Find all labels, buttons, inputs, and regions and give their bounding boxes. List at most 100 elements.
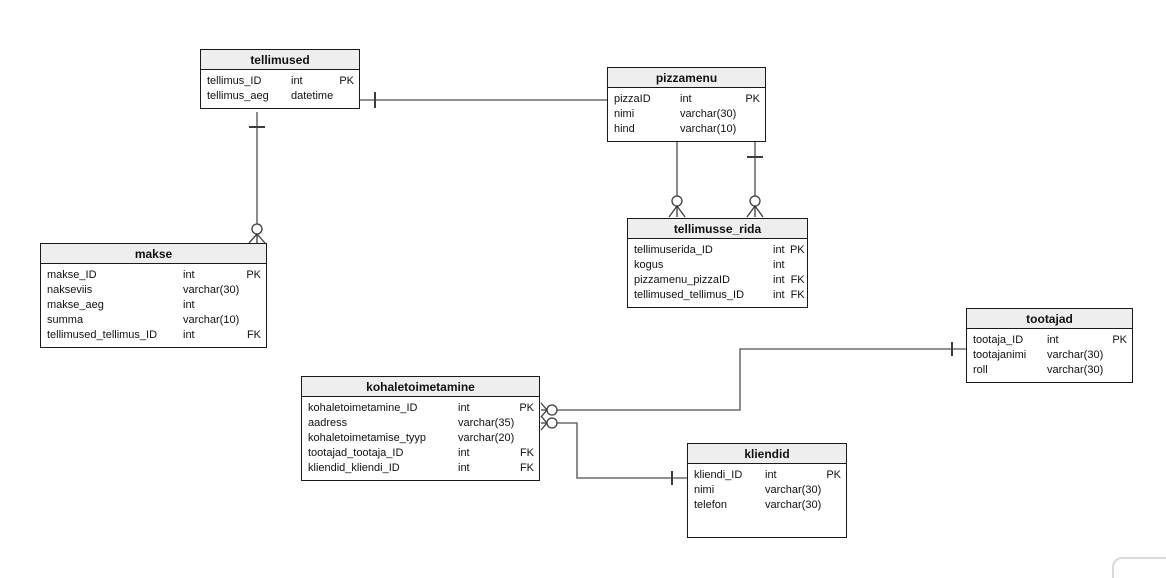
- attribute-type: varchar(10): [680, 123, 737, 135]
- attribute-key: PK: [246, 269, 261, 281]
- attribute-name: kliendid_kliendi_ID: [308, 462, 400, 474]
- attribute-name: summa: [47, 314, 84, 326]
- attribute-type: varchar(30): [1047, 349, 1104, 361]
- attribute-row[interactable]: nakseviis varchar(30): [47, 283, 261, 298]
- attribute-key: [241, 283, 261, 298]
- entity-kliendid[interactable]: kliendid kliendi_ID int PK nimi varchar(…: [687, 443, 847, 538]
- attribute-key: FK: [790, 289, 805, 301]
- attribute-row[interactable]: pizzaID int PK: [614, 92, 760, 107]
- attribute-name: makse_ID: [47, 269, 97, 281]
- attribute-type: int: [773, 244, 785, 256]
- entity-makse[interactable]: makse makse_ID int PK nakseviis varchar(…: [40, 243, 267, 348]
- attribute-key: [785, 258, 805, 273]
- entity-attributes: kliendi_ID int PK nimi varchar(30) telef…: [688, 464, 846, 537]
- attribute-row[interactable]: tellimus_ID int PK: [207, 74, 354, 89]
- entity-title[interactable]: kliendid: [688, 444, 846, 464]
- attribute-key: [241, 298, 261, 313]
- attribute-name: kohaletoimetamise_tyyp: [308, 432, 427, 444]
- attribute-type: int: [458, 402, 470, 414]
- attribute-row[interactable]: nimi varchar(30): [694, 483, 841, 498]
- attribute-type: varchar(10): [183, 314, 240, 326]
- attribute-name: kohaletoimetamine_ID: [308, 402, 418, 414]
- relationship-pizzamenu-tellimusse-rida-1[interactable]: [668, 140, 686, 218]
- attribute-row[interactable]: makse_aeg int: [47, 298, 261, 313]
- attribute-row[interactable]: tellimus_aeg datetime: [207, 89, 354, 104]
- attribute-name: roll: [973, 364, 988, 376]
- attribute-type: int: [458, 447, 470, 459]
- attribute-name: tootaja_ID: [973, 334, 1024, 346]
- attribute-row[interactable]: tellimused_tellimus_ID int FK: [47, 328, 261, 343]
- attribute-key: [514, 416, 534, 431]
- attribute-row[interactable]: roll varchar(30): [973, 363, 1127, 378]
- attribute-row[interactable]: summa varchar(10): [47, 313, 261, 328]
- attribute-row[interactable]: telefon varchar(30): [694, 498, 841, 513]
- attribute-type: int: [773, 259, 785, 271]
- attribute-name: tellimused_tellimus_ID: [634, 289, 745, 301]
- attribute-key: PK: [519, 402, 534, 414]
- attribute-name: tellimuserida_ID: [634, 244, 713, 256]
- relationship-kliendid-kohaletoimetamine[interactable]: [540, 415, 687, 485]
- entity-attributes: tellimus_ID int PK tellimus_aeg datetime: [201, 70, 359, 108]
- entity-title[interactable]: makse: [41, 244, 266, 264]
- entity-tootajad[interactable]: tootajad tootaja_ID int PK tootajanimi v…: [966, 308, 1133, 383]
- attribute-name: nakseviis: [47, 284, 93, 296]
- attribute-row[interactable]: hind varchar(10): [614, 122, 760, 137]
- entity-title[interactable]: kohaletoimetamine: [302, 377, 539, 397]
- attribute-type: int: [183, 299, 195, 311]
- attribute-row[interactable]: kohaletoimetamine_ID int PK: [308, 401, 534, 416]
- attribute-type: varchar(35): [458, 417, 515, 429]
- attribute-row[interactable]: tootajad_tootaja_ID int FK: [308, 446, 534, 461]
- partial-rounded-panel: [1112, 557, 1166, 578]
- attribute-key: [821, 498, 841, 513]
- entity-title[interactable]: tellimusse_rida: [628, 219, 807, 239]
- attribute-name: nimi: [614, 108, 635, 120]
- attribute-key: FK: [246, 329, 261, 341]
- attribute-key: PK: [826, 469, 841, 481]
- attribute-row[interactable]: nimi varchar(30): [614, 107, 760, 122]
- attribute-row[interactable]: makse_ID int PK: [47, 268, 261, 283]
- attribute-name: kliendi_ID: [694, 469, 743, 481]
- attribute-name: tellimused_tellimus_ID: [47, 329, 158, 341]
- relationship-tellimused-pizzamenu[interactable]: [360, 92, 607, 108]
- attribute-type: int: [458, 462, 470, 474]
- attribute-key: PK: [339, 75, 354, 87]
- entity-tellimusse-rida[interactable]: tellimusse_rida tellimuserida_ID int PK …: [627, 218, 808, 308]
- entity-pizzamenu[interactable]: pizzamenu pizzaID int PK nimi varchar(30…: [607, 67, 766, 142]
- attribute-key: PK: [1112, 334, 1127, 346]
- attribute-name: hind: [614, 123, 635, 135]
- entity-title[interactable]: tootajad: [967, 309, 1132, 329]
- attribute-name: tellimus_aeg: [207, 90, 269, 102]
- attribute-row[interactable]: kohaletoimetamise_tyyp varchar(20): [308, 431, 534, 446]
- attribute-name: pizzamenu_pizzaID: [634, 274, 730, 286]
- relationship-tellimused-makse[interactable]: [248, 112, 266, 244]
- attribute-type: int: [765, 469, 777, 481]
- attribute-key: [740, 122, 760, 137]
- attribute-row[interactable]: tootaja_ID int PK: [973, 333, 1127, 348]
- relationship-pizzamenu-tellimusse-rida-2[interactable]: [746, 140, 764, 218]
- entity-tellimused[interactable]: tellimused tellimus_ID int PK tellimus_a…: [200, 49, 360, 109]
- attribute-type: int: [773, 289, 785, 301]
- attribute-row[interactable]: tellimuserida_ID int PK: [634, 243, 805, 258]
- entity-attributes: tootaja_ID int PK tootajanimi varchar(30…: [967, 329, 1132, 382]
- entity-title[interactable]: tellimused: [201, 50, 359, 70]
- attribute-row[interactable]: aadress varchar(35): [308, 416, 534, 431]
- attribute-row[interactable]: tootajanimi varchar(30): [973, 348, 1127, 363]
- attribute-row[interactable]: kliendi_ID int PK: [694, 468, 841, 483]
- attribute-row[interactable]: tellimused_tellimus_ID int FK: [634, 288, 805, 303]
- attribute-row[interactable]: kliendid_kliendi_ID int FK: [308, 461, 534, 476]
- attribute-type: int: [183, 269, 195, 281]
- attribute-row[interactable]: kogus int: [634, 258, 802, 273]
- attribute-row[interactable]: pizzamenu_pizzaID int FK: [634, 273, 805, 288]
- attribute-type: int: [773, 274, 785, 286]
- attribute-key: [241, 313, 261, 328]
- relationship-tootajad-kohaletoimetamine[interactable]: [540, 342, 966, 418]
- entity-kohaletoimetamine[interactable]: kohaletoimetamine kohaletoimetamine_ID i…: [301, 376, 540, 481]
- attribute-name: tootajad_tootaja_ID: [308, 447, 404, 459]
- attribute-key: [1107, 348, 1127, 363]
- attribute-type: varchar(30): [1047, 364, 1104, 376]
- entity-title[interactable]: pizzamenu: [608, 68, 765, 88]
- entity-attributes: tellimuserida_ID int PK kogus int pizzam…: [628, 239, 807, 307]
- attribute-name: kogus: [634, 259, 664, 271]
- attribute-type: int: [291, 75, 303, 87]
